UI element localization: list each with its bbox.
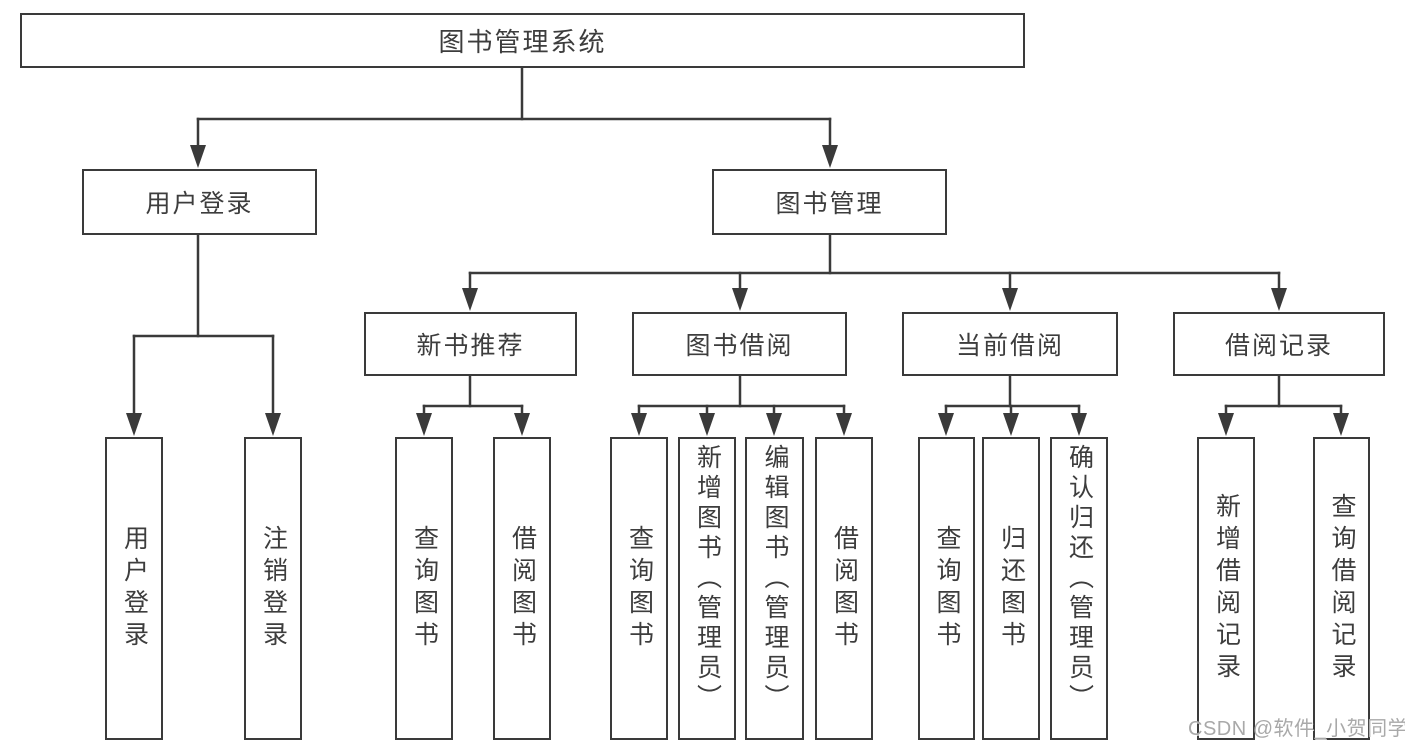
node-label: 借阅记录 [1224, 332, 1333, 360]
node-label: 查询图书 [625, 524, 654, 653]
node-label: 归还图书 [997, 524, 1026, 653]
leaf-borrow-books-recommend: 借阅图书 [493, 437, 551, 740]
node-label: 编辑图书（管理员） [761, 444, 789, 714]
leaf-add-borrow-record: 新增借阅记录 [1197, 437, 1255, 740]
node-system-root: 图书管理系统 [20, 13, 1025, 68]
node-label: 确认归还（管理员） [1065, 444, 1094, 714]
leaf-query-books-recommend: 查询图书 [395, 437, 453, 740]
node-label: 借阅图书 [830, 524, 859, 653]
node-label: 用户登录 [145, 190, 254, 218]
node-label: 新书推荐 [416, 332, 525, 360]
node-label: 注销登录 [259, 524, 288, 653]
leaf-borrow-books: 借阅图书 [815, 437, 873, 740]
leaf-query-books-borrowing: 查询图书 [610, 437, 668, 740]
node-user-login-module: 用户登录 [82, 169, 317, 235]
node-borrowing-records: 借阅记录 [1173, 312, 1385, 376]
leaf-logout: 注销登录 [244, 437, 302, 740]
node-label: 图书管理 [775, 190, 884, 218]
node-book-management-module: 图书管理 [712, 169, 947, 235]
leaf-add-books-admin: 新增图书（管理员） [678, 437, 736, 740]
csdn-watermark: CSDN @软件_小贺同学 [1188, 718, 1405, 740]
leaf-confirm-return-admin: 确认归还（管理员） [1050, 437, 1108, 740]
node-book-borrowing: 图书借阅 [632, 312, 847, 376]
leaf-query-borrow-record: 查询借阅记录 [1313, 437, 1370, 740]
node-label: 借阅图书 [508, 524, 537, 653]
node-label: 查询借阅记录 [1328, 492, 1356, 685]
leaf-return-books: 归还图书 [982, 437, 1040, 740]
node-label: 当前借阅 [955, 332, 1064, 360]
node-label: 新增图书（管理员） [693, 444, 722, 714]
node-label: 查询图书 [933, 524, 961, 653]
node-label: 查询图书 [410, 524, 439, 653]
node-label: 用户登录 [120, 524, 149, 653]
arrowheads [126, 145, 1349, 436]
leaf-query-books-current: 查询图书 [918, 437, 975, 740]
leaf-user-login: 用户登录 [105, 437, 163, 740]
node-new-book-recommendation: 新书推荐 [364, 312, 577, 376]
node-label: 新增借阅记录 [1212, 492, 1241, 685]
node-current-borrowing: 当前借阅 [902, 312, 1118, 376]
leaf-edit-books-admin: 编辑图书（管理员） [745, 437, 804, 740]
node-label: 图书借阅 [685, 332, 794, 360]
node-label: 图书管理系统 [438, 27, 607, 57]
